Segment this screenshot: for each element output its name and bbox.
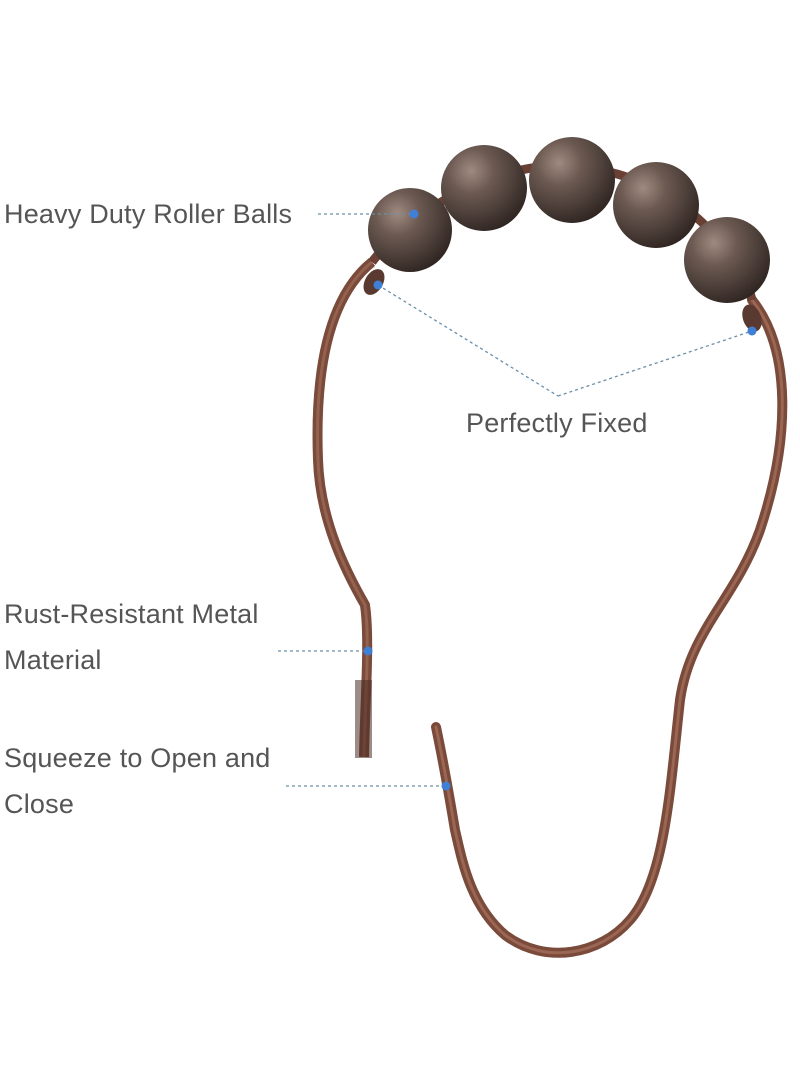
label-rust-line-1: Rust-Resistant Metal bbox=[4, 599, 259, 629]
label-squeeze-line-2: Close bbox=[4, 789, 75, 819]
marker-dots bbox=[363, 209, 757, 791]
roller-ball-2 bbox=[441, 145, 527, 231]
label-squeeze-to-open: Squeeze to Open and Close bbox=[4, 735, 271, 827]
stem-end-shadow bbox=[355, 680, 372, 758]
marker-dot-fixed-right bbox=[747, 326, 757, 336]
leader-lines bbox=[278, 213, 753, 787]
label-perfectly-fixed: Perfectly Fixed bbox=[466, 400, 648, 446]
label-rust-resistant: Rust-Resistant Metal Material bbox=[4, 591, 259, 683]
hook-wire-main bbox=[431, 295, 788, 958]
leader-line-fixed-left bbox=[377, 284, 559, 397]
roller-ball-4 bbox=[613, 162, 699, 248]
roller-ball-3 bbox=[529, 137, 615, 223]
marker-dot-squeeze bbox=[441, 781, 451, 791]
roller-balls bbox=[368, 137, 770, 303]
label-perfectly-fixed-text: Perfectly Fixed bbox=[466, 408, 648, 438]
marker-dot-rust bbox=[363, 646, 373, 656]
marker-dot-fixed-left bbox=[373, 280, 383, 290]
leader-line-fixed-right bbox=[557, 330, 753, 397]
label-rust-line-2: Material bbox=[4, 645, 102, 675]
right-stopper bbox=[742, 304, 762, 332]
roller-ball-1 bbox=[368, 188, 452, 272]
label-roller-balls: Heavy Duty Roller Balls bbox=[4, 191, 292, 237]
label-roller-balls-text: Heavy Duty Roller Balls bbox=[4, 199, 293, 229]
label-squeeze-line-1: Squeeze to Open and bbox=[4, 743, 271, 773]
marker-dot-roller-balls bbox=[409, 209, 419, 219]
roller-ball-5 bbox=[684, 217, 770, 303]
